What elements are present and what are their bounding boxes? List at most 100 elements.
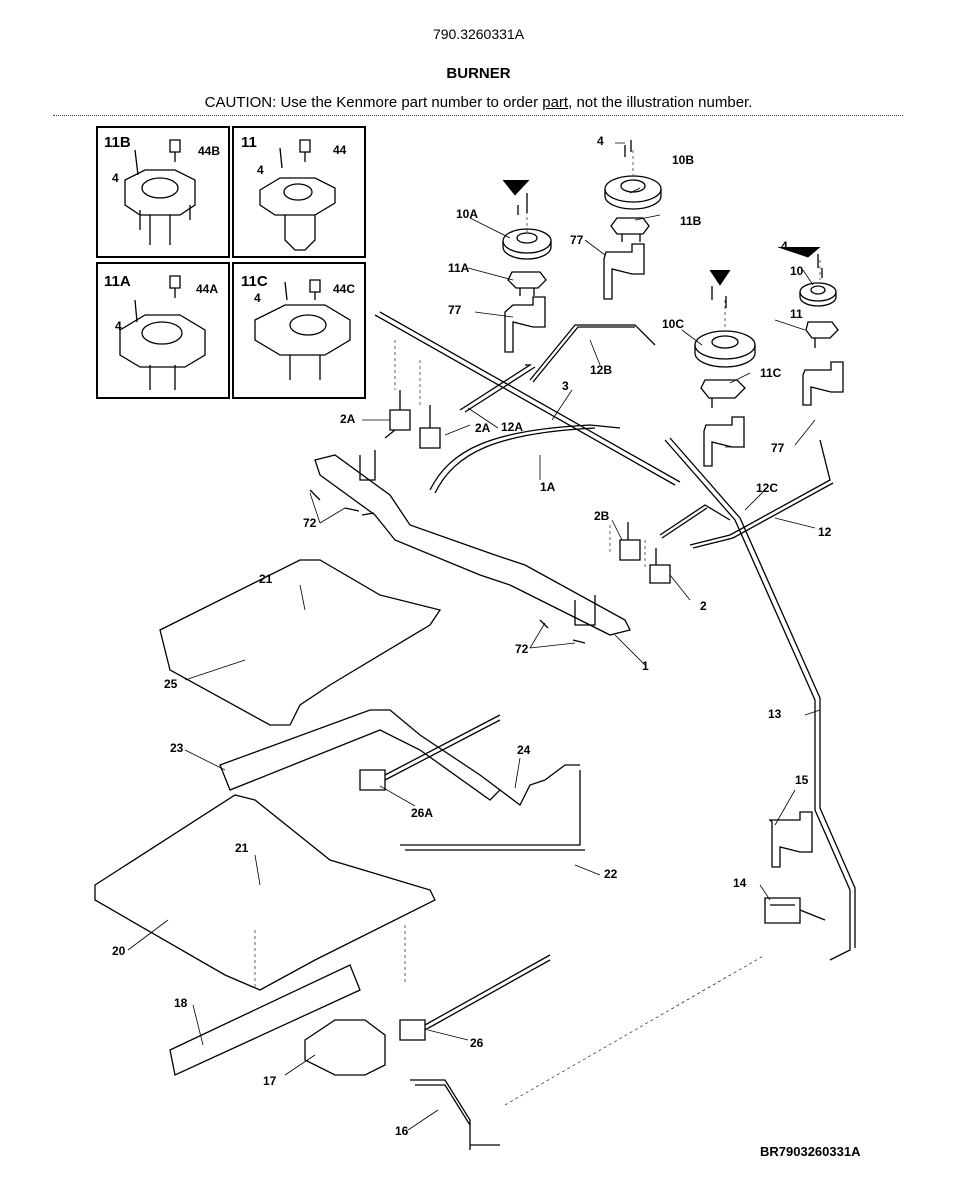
callout-77-b: 77: [448, 303, 462, 317]
heat-shield-25: [159, 559, 442, 726]
callout-3: 3: [562, 379, 569, 393]
callout-72-a: 72: [303, 516, 317, 530]
gas-line-12a: [459, 364, 536, 413]
inset-label-11: 11: [241, 134, 257, 151]
callout-77-a: 77: [570, 233, 584, 247]
heat-shield-20: [94, 794, 436, 991]
bracket-15: [768, 811, 813, 868]
burner-base-11c: [700, 379, 746, 408]
gas-line-3: [374, 311, 681, 486]
inset-11c-bolt-label: 44C: [333, 282, 355, 296]
callout-2: 2: [700, 599, 707, 613]
inset-11a-bolt-label: 44A: [196, 282, 218, 296]
manifold-1: [314, 450, 631, 636]
callout-11c: 11C: [760, 366, 782, 380]
bracket-77-b: [603, 243, 645, 300]
regulator-14: [764, 897, 826, 924]
callout-15: 15: [795, 773, 809, 787]
callout-11: 11: [790, 307, 803, 321]
screws-72: [309, 489, 586, 644]
callout-4-b: 4: [781, 239, 788, 253]
callout-13: 13: [768, 707, 782, 721]
callout-labels: 4 10B 11B 77 10A 11A 77 12B 4 10 11 10C …: [104, 134, 832, 1138]
burner-base-11: [805, 321, 839, 348]
callout-26a: 26A: [411, 806, 433, 820]
callout-22: 22: [604, 867, 618, 881]
bake-burner-18: [169, 964, 361, 1076]
valve-17: [304, 1019, 386, 1076]
callout-23: 23: [170, 741, 184, 755]
callout-10: 10: [790, 264, 804, 278]
model-number: 790.3260331A: [432, 26, 525, 42]
bracket-77-c: [703, 416, 745, 467]
header-divider: [53, 115, 903, 116]
callout-72-b: 72: [515, 642, 529, 656]
screws-4: [517, 140, 823, 308]
inset-box-11: [232, 126, 366, 258]
callout-16: 16: [395, 1124, 409, 1138]
valve-2a-upper: [384, 390, 411, 439]
inset-11b-screw-label: 4: [112, 171, 119, 185]
alignment-lines: [254, 150, 821, 1106]
inset-box-11a: [96, 262, 230, 399]
callout-11b: 11B: [680, 214, 702, 228]
reference-code: BR7903260331A: [760, 1144, 861, 1159]
inset-11-bolt-label: 44: [333, 143, 347, 157]
callout-10b: 10B: [672, 153, 694, 167]
inset-11b-bolt-label: 44B: [198, 144, 220, 158]
caution-prefix: CAUTION: Use the Kenmore part number to …: [204, 94, 543, 111]
callout-14: 14: [733, 876, 747, 890]
burner-head-10: [799, 282, 837, 307]
gas-line-12c: [659, 504, 731, 539]
callout-77-c: 77: [771, 441, 785, 455]
inset-11a-screw-label: 4: [115, 319, 122, 333]
callout-11a: 11A: [448, 261, 470, 275]
leader-lines: [127, 142, 821, 1131]
bracket-77-a: [504, 296, 546, 353]
callout-10c: 10C: [662, 317, 684, 331]
callout-2b: 2B: [594, 509, 610, 523]
callout-1: 1: [642, 659, 649, 673]
callout-21-a: 21: [259, 572, 273, 586]
igniter-26a: [359, 714, 501, 791]
inset-label-11c: 11C: [241, 273, 268, 290]
burner-head-10a: [502, 228, 552, 260]
callout-4-a: 4: [597, 134, 604, 148]
gas-line-12b: [529, 324, 656, 383]
callout-18: 18: [174, 996, 188, 1010]
section-title: BURNER: [446, 65, 511, 82]
callout-26: 26: [470, 1036, 484, 1050]
igniter-26: [399, 954, 551, 1041]
callout-2a-lower: 2A: [475, 421, 491, 435]
bracket-77-d: [802, 361, 844, 406]
callout-20: 20: [112, 944, 126, 958]
burner-head-10c: [694, 330, 756, 368]
valve-2b: [619, 522, 641, 561]
inset-label-11a: 11A: [104, 273, 131, 290]
caution-suffix: , not the illustration number.: [568, 94, 753, 111]
gas-line-13: [664, 437, 856, 961]
inset-label-11b: 11B: [104, 134, 131, 151]
burner-head-10b: [604, 175, 662, 210]
inset-box-11c: [232, 262, 366, 399]
callout-12: 12: [818, 525, 832, 539]
caution-part-link[interactable]: part: [542, 94, 569, 111]
inset-11-screw-label: 4: [257, 163, 264, 177]
gas-line-1a: [429, 424, 621, 494]
valve-2a-lower: [419, 405, 441, 449]
gas-line-16: [410, 1079, 500, 1150]
callout-2a-upper: 2A: [340, 412, 356, 426]
callout-17: 17: [263, 1074, 277, 1088]
burner-base-11a: [507, 271, 547, 296]
elbow-24: [499, 764, 580, 806]
callout-10a: 10A: [456, 207, 478, 221]
inset-11c-screw-label: 4: [254, 291, 261, 305]
valve-2: [649, 548, 671, 584]
callout-12c: 12C: [756, 481, 778, 495]
caution-text: CAUTION: Use the Kenmore part number to …: [0, 94, 957, 111]
callout-24: 24: [517, 743, 531, 757]
callout-21-b: 21: [235, 841, 249, 855]
gas-line-22: [400, 770, 585, 851]
inset-box-11b: [96, 126, 230, 258]
